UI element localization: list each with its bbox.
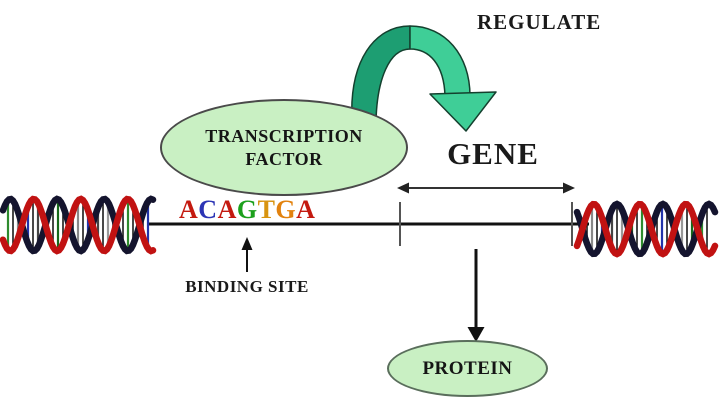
gene-extent-arrow-icon xyxy=(397,182,575,194)
binding-site-label: BINDING SITE xyxy=(185,277,309,296)
protein-node: PROTEIN xyxy=(387,340,548,397)
regulate-arrow-icon xyxy=(351,25,497,132)
sequence-letter: C xyxy=(198,195,218,224)
sequence-letter: A xyxy=(217,195,237,224)
protein-label: PROTEIN xyxy=(422,357,513,379)
dna-helix-right xyxy=(573,200,719,258)
sequence-letter: T xyxy=(257,195,276,224)
binding-site-pointer-arrow-icon xyxy=(241,237,253,272)
sequence-letter: A xyxy=(296,195,316,224)
sequence-letter: G xyxy=(275,195,297,224)
sequence-letter: A xyxy=(179,195,199,224)
transcription-factor-label-line1: TRANSCRIPTION xyxy=(205,126,363,146)
transcription-factor-label-line2: FACTOR xyxy=(245,148,323,169)
dna-helix-left xyxy=(0,195,157,255)
binding-site-sequence: ACAGTGA xyxy=(179,195,315,225)
sequence-letter: G xyxy=(236,195,258,224)
regulate-label: REGULATE xyxy=(477,10,602,34)
gene-label: GENE xyxy=(447,136,539,171)
transcription-factor-node: TRANSCRIPTION FACTOR xyxy=(160,99,408,196)
gene-to-protein-arrow-icon xyxy=(467,249,485,342)
